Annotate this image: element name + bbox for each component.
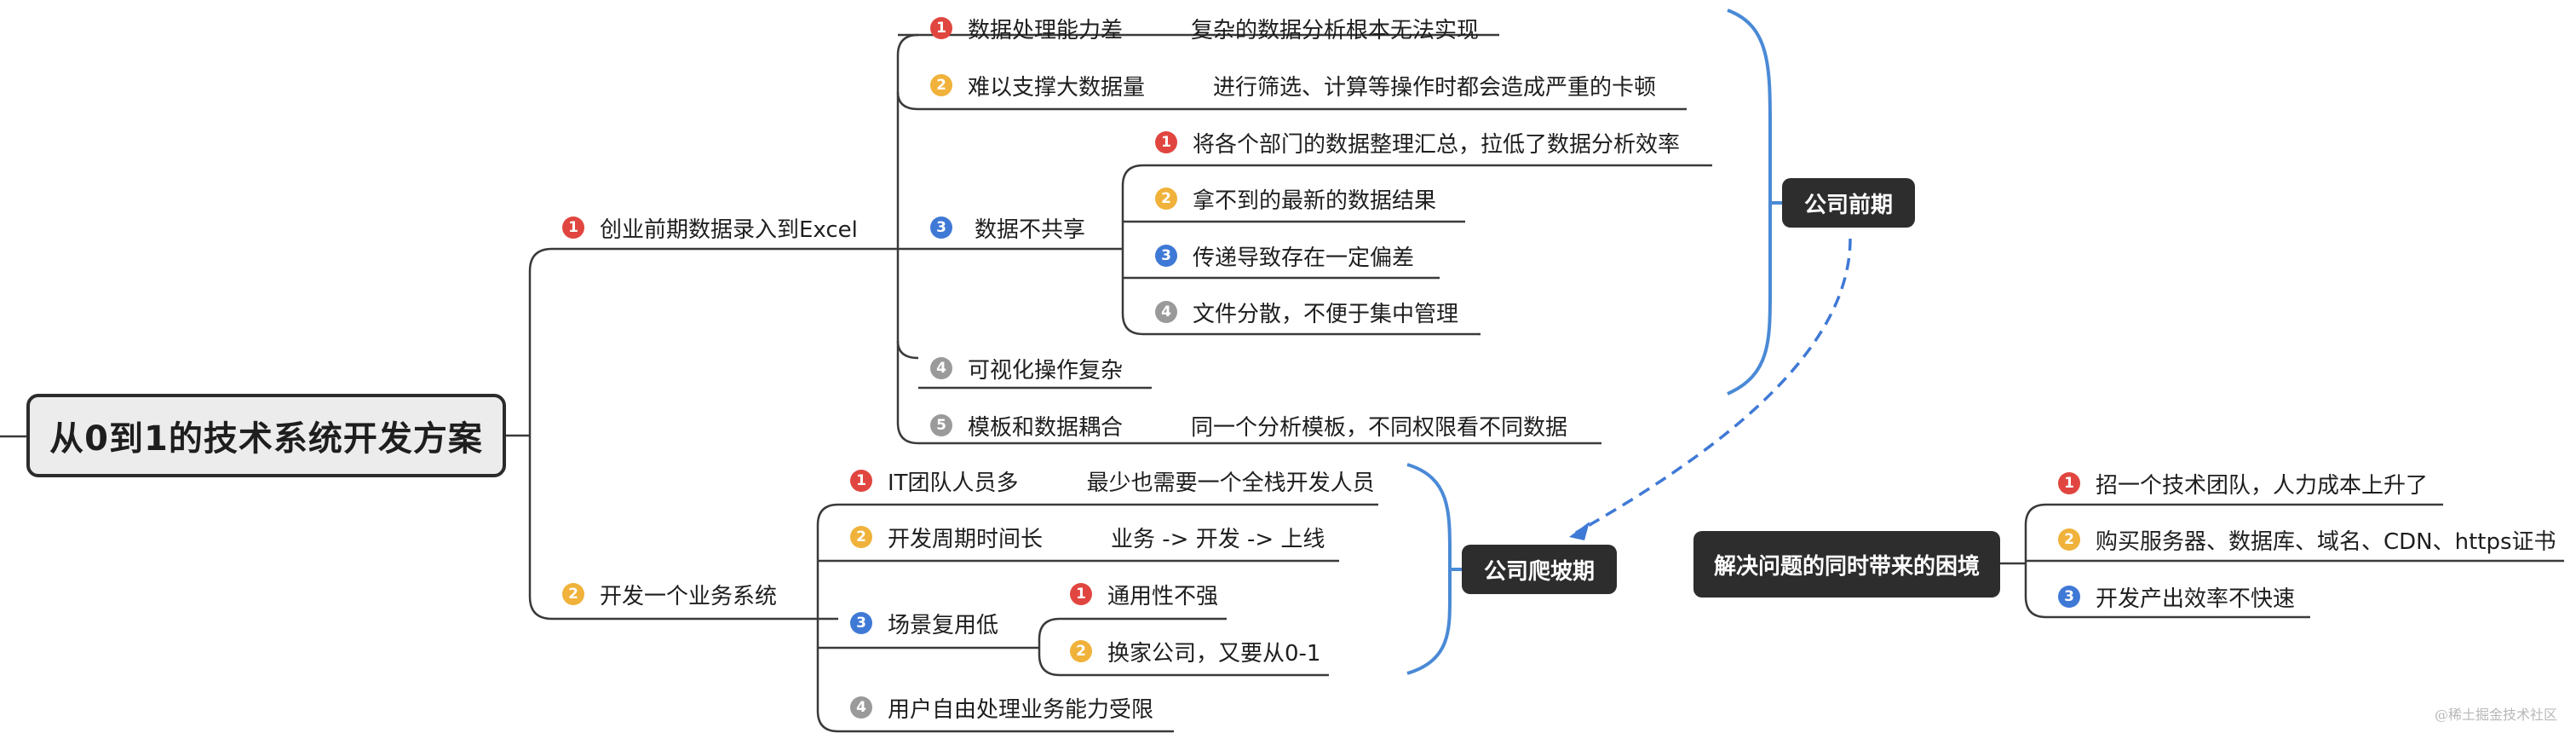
topic-label: 数据处理能力差 [968,17,1124,43]
topic-label: 通用性不强 [1107,583,1219,609]
b1-item5[interactable]: 5 模板和数据耦合 同一个分析模板，不同权限看不同数据 [930,408,1567,442]
topic-label: 将各个部门的数据整理汇总，拉低了数据分析效率 [1193,131,1681,158]
topic-label: 换家公司，又要从0-1 [1107,640,1321,667]
number-badge: 2 [850,526,872,548]
number-badge: 1 [2058,472,2080,494]
topic-label: 拿不到的最新的数据结果 [1193,188,1437,214]
number-badge: 4 [1155,301,1177,323]
number-badge: 2 [1070,640,1092,662]
number-badge: 1 [930,17,952,39]
number-badge: 1 [562,217,584,239]
number-badge: 4 [930,357,952,379]
dilemma-item3[interactable]: 3 开发产出效率不快速 [2058,580,2295,614]
growth-phase-box[interactable]: 公司爬坡期 [1462,545,1617,594]
topic-label: 模板和数据耦合 [968,414,1124,441]
growth-phase-label: 公司爬坡期 [1483,558,1595,585]
topic-label: 场景复用低 [888,612,999,638]
topic-description: 进行筛选、计算等操作时都会造成严重的卡顿 [1213,74,1657,101]
number-badge: 4 [850,696,872,719]
topic-label: 用户自由处理业务能力受限 [888,696,1154,723]
number-badge: 3 [850,612,872,634]
early-phase-bracket [1727,9,1772,395]
topic-label: 招一个技术团队，人力成本上升了 [2096,472,2429,499]
relation-arrow-line [1575,238,1852,534]
b1-item3-child1[interactable]: 1 将各个部门的数据整理汇总，拉低了数据分析效率 [1155,125,1680,159]
branch1-topic[interactable]: 1 创业前期数据录入到Excel [562,211,858,245]
early-phase-box[interactable]: 公司前期 [1782,178,1915,228]
number-badge: 3 [1155,245,1177,267]
b2-item2[interactable]: 2 开发周期时间长 业务 -> 开发 -> 上线 [850,520,1325,554]
topic-label: 文件分散，不便于集中管理 [1193,301,1459,327]
number-badge: 3 [2058,586,2080,608]
relation-arrow-head [1569,522,1590,540]
number-badge: 1 [850,470,872,492]
b1-item1[interactable]: 1 数据处理能力差 复杂的数据分析根本无法实现 [930,11,1479,45]
topic-label: 传递导致存在一定偏差 [1193,245,1415,271]
b1-item3[interactable]: 3 数据不共享 [930,211,1085,245]
branch1-trunk [896,33,919,445]
b1-item3-child3[interactable]: 3 传递导致存在一定偏差 [1155,239,1414,273]
branch2-topic[interactable]: 2 开发一个业务系统 [562,577,777,611]
dilemma-item2[interactable]: 2 购买服务器、数据库、域名、CDN、https证书 [2058,522,2556,557]
number-badge: 5 [930,414,952,436]
b2-item3[interactable]: 3 场景复用低 [850,606,998,640]
dilemma-item1[interactable]: 1 招一个技术团队，人力成本上升了 [2058,466,2428,500]
b1-item3-trunk [1121,164,1144,336]
topic-label: IT团队人员多 [888,470,1019,496]
b2-item1[interactable]: 1 IT团队人员多 最少也需要一个全栈开发人员 [850,464,1375,498]
dilemma-box[interactable]: 解决问题的同时带来的困境 [1693,531,2000,598]
b1-item3-child4[interactable]: 4 文件分散，不便于集中管理 [1155,295,1458,329]
topic-description: 业务 -> 开发 -> 上线 [1111,526,1325,552]
b1-item4[interactable]: 4 可视化操作复杂 [930,351,1123,385]
b2-item3-child1[interactable]: 1 通用性不强 [1070,577,1218,611]
topic-description: 复杂的数据分析根本无法实现 [1191,17,1480,43]
growth-phase-bracket [1406,463,1452,675]
root-branch-trunk [528,247,553,621]
dilemma-label: 解决问题的同时带来的困境 [1713,553,1980,580]
number-badge: 2 [930,74,952,96]
topic-label: 购买服务器、数据库、域名、CDN、https证书 [2096,528,2556,555]
topic-label: 难以支撑大数据量 [968,74,1146,101]
b2-item3-trunk [1038,617,1061,677]
topic-description: 同一个分析模板，不同权限看不同数据 [1191,414,1568,441]
number-badge: 2 [2058,528,2080,551]
topic-label: 开发周期时间长 [888,526,1044,552]
root-topic[interactable]: 从0到1的技术系统开发方案 [26,394,506,477]
b1-item2[interactable]: 2 难以支撑大数据量 进行筛选、计算等操作时都会造成严重的卡顿 [930,68,1656,102]
b2-item3-child2[interactable]: 2 换家公司，又要从0-1 [1070,634,1320,668]
number-badge: 3 [930,217,952,239]
topic-label: 开发产出效率不快速 [2096,586,2296,612]
topic-description: 最少也需要一个全栈开发人员 [1086,470,1375,496]
topic-label: 可视化操作复杂 [968,357,1124,384]
number-badge: 2 [562,583,584,605]
number-badge: 1 [1155,131,1177,153]
number-badge: 1 [1070,583,1092,605]
branch2-label: 开发一个业务系统 [600,583,778,609]
number-badge: 2 [1155,188,1177,210]
early-phase-label: 公司前期 [1803,192,1893,218]
b1-item3-child2[interactable]: 2 拿不到的最新的数据结果 [1155,182,1436,216]
b2-item4[interactable]: 4 用户自由处理业务能力受限 [850,690,1153,725]
branch1-label: 创业前期数据录入到Excel [600,217,858,243]
root-topic-label: 从0到1的技术系统开发方案 [49,419,483,459]
watermark: @稀土掘金技术社区 [2434,707,2557,723]
topic-label: 数据不共享 [975,217,1086,243]
